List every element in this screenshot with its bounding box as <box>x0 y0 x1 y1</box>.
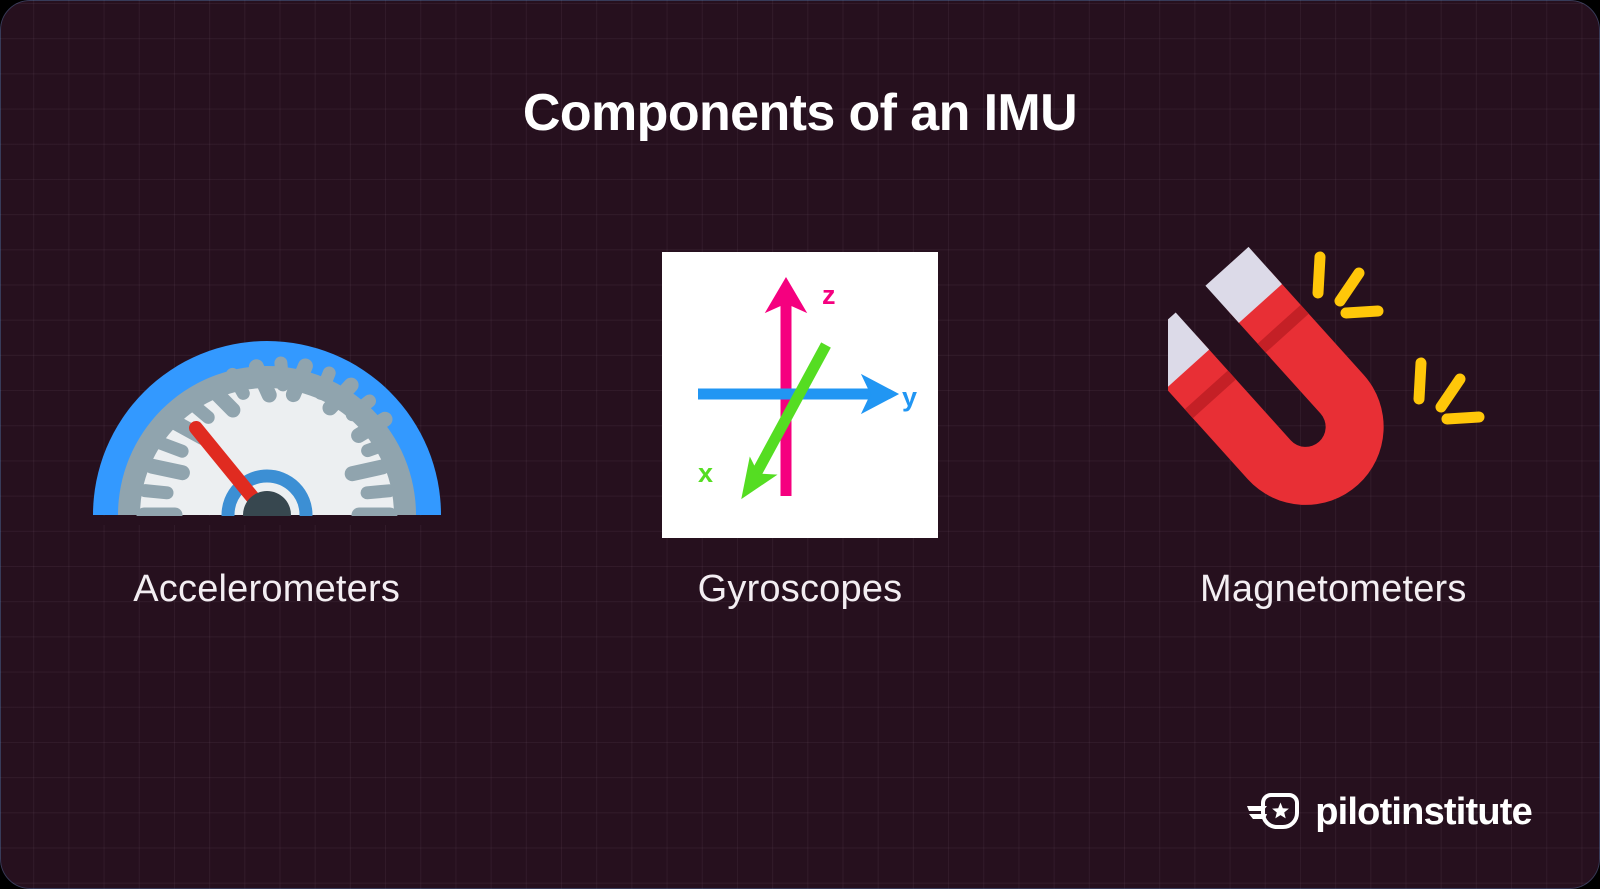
magnetometer-art <box>1168 230 1498 560</box>
gyroscope-art: z y x <box>661 230 938 560</box>
accelerometer-art <box>86 230 447 560</box>
spark-group-top <box>1312 251 1384 319</box>
spark-group-bottom <box>1413 357 1485 425</box>
components-row: Accelerometers <box>0 230 1600 611</box>
magnetometers-label: Magnetometers <box>1200 568 1467 610</box>
component-gyroscopes: z y x Gyroscopes <box>580 230 1020 611</box>
gyroscopes-label: Gyroscopes <box>697 568 903 610</box>
gyroscope-card: z y x <box>661 252 938 538</box>
page-title: Components of an IMU <box>522 83 1078 142</box>
axis-label-z: z <box>822 280 836 310</box>
component-accelerometers: Accelerometers <box>47 230 487 611</box>
axis-label-x: x <box>698 458 713 488</box>
horseshoe-magnet-icon <box>1168 246 1485 505</box>
three-axis-gyroscope-icon: z y x <box>697 277 917 500</box>
brand-logo: pilotinstitute <box>1247 791 1533 833</box>
brand-wordmark: pilotinstitute <box>1315 791 1533 833</box>
winged-shield-star-icon <box>1247 793 1300 829</box>
axis-label-y: y <box>902 382 917 412</box>
speedometer-gauge-icon <box>86 341 447 525</box>
component-magnetometers: Magnetometers <box>1113 230 1553 611</box>
accelerometers-label: Accelerometers <box>133 568 401 610</box>
